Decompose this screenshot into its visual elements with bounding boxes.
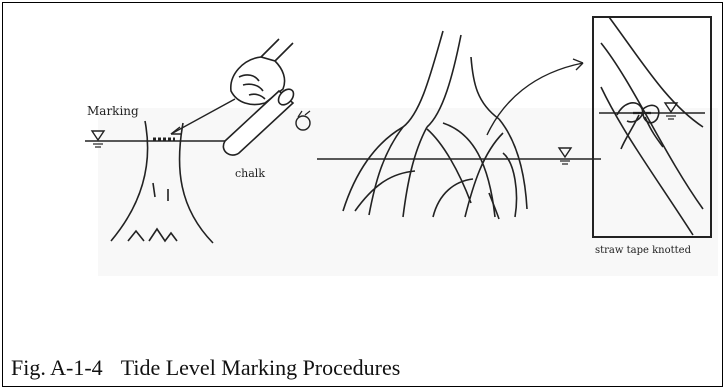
figure-caption: Fig. A-1-4 Tide Level Marking Procedures	[11, 355, 400, 381]
tide-marking-illustration: Marking chalk	[3, 3, 724, 388]
caption-title: Tide Level Marking Procedures	[121, 355, 401, 380]
label-chalk: chalk	[235, 167, 265, 180]
caption-number: Fig. A-1-4	[11, 355, 103, 380]
label-straw-tape: straw tape knotted	[595, 245, 692, 256]
label-marking: Marking	[87, 104, 139, 118]
